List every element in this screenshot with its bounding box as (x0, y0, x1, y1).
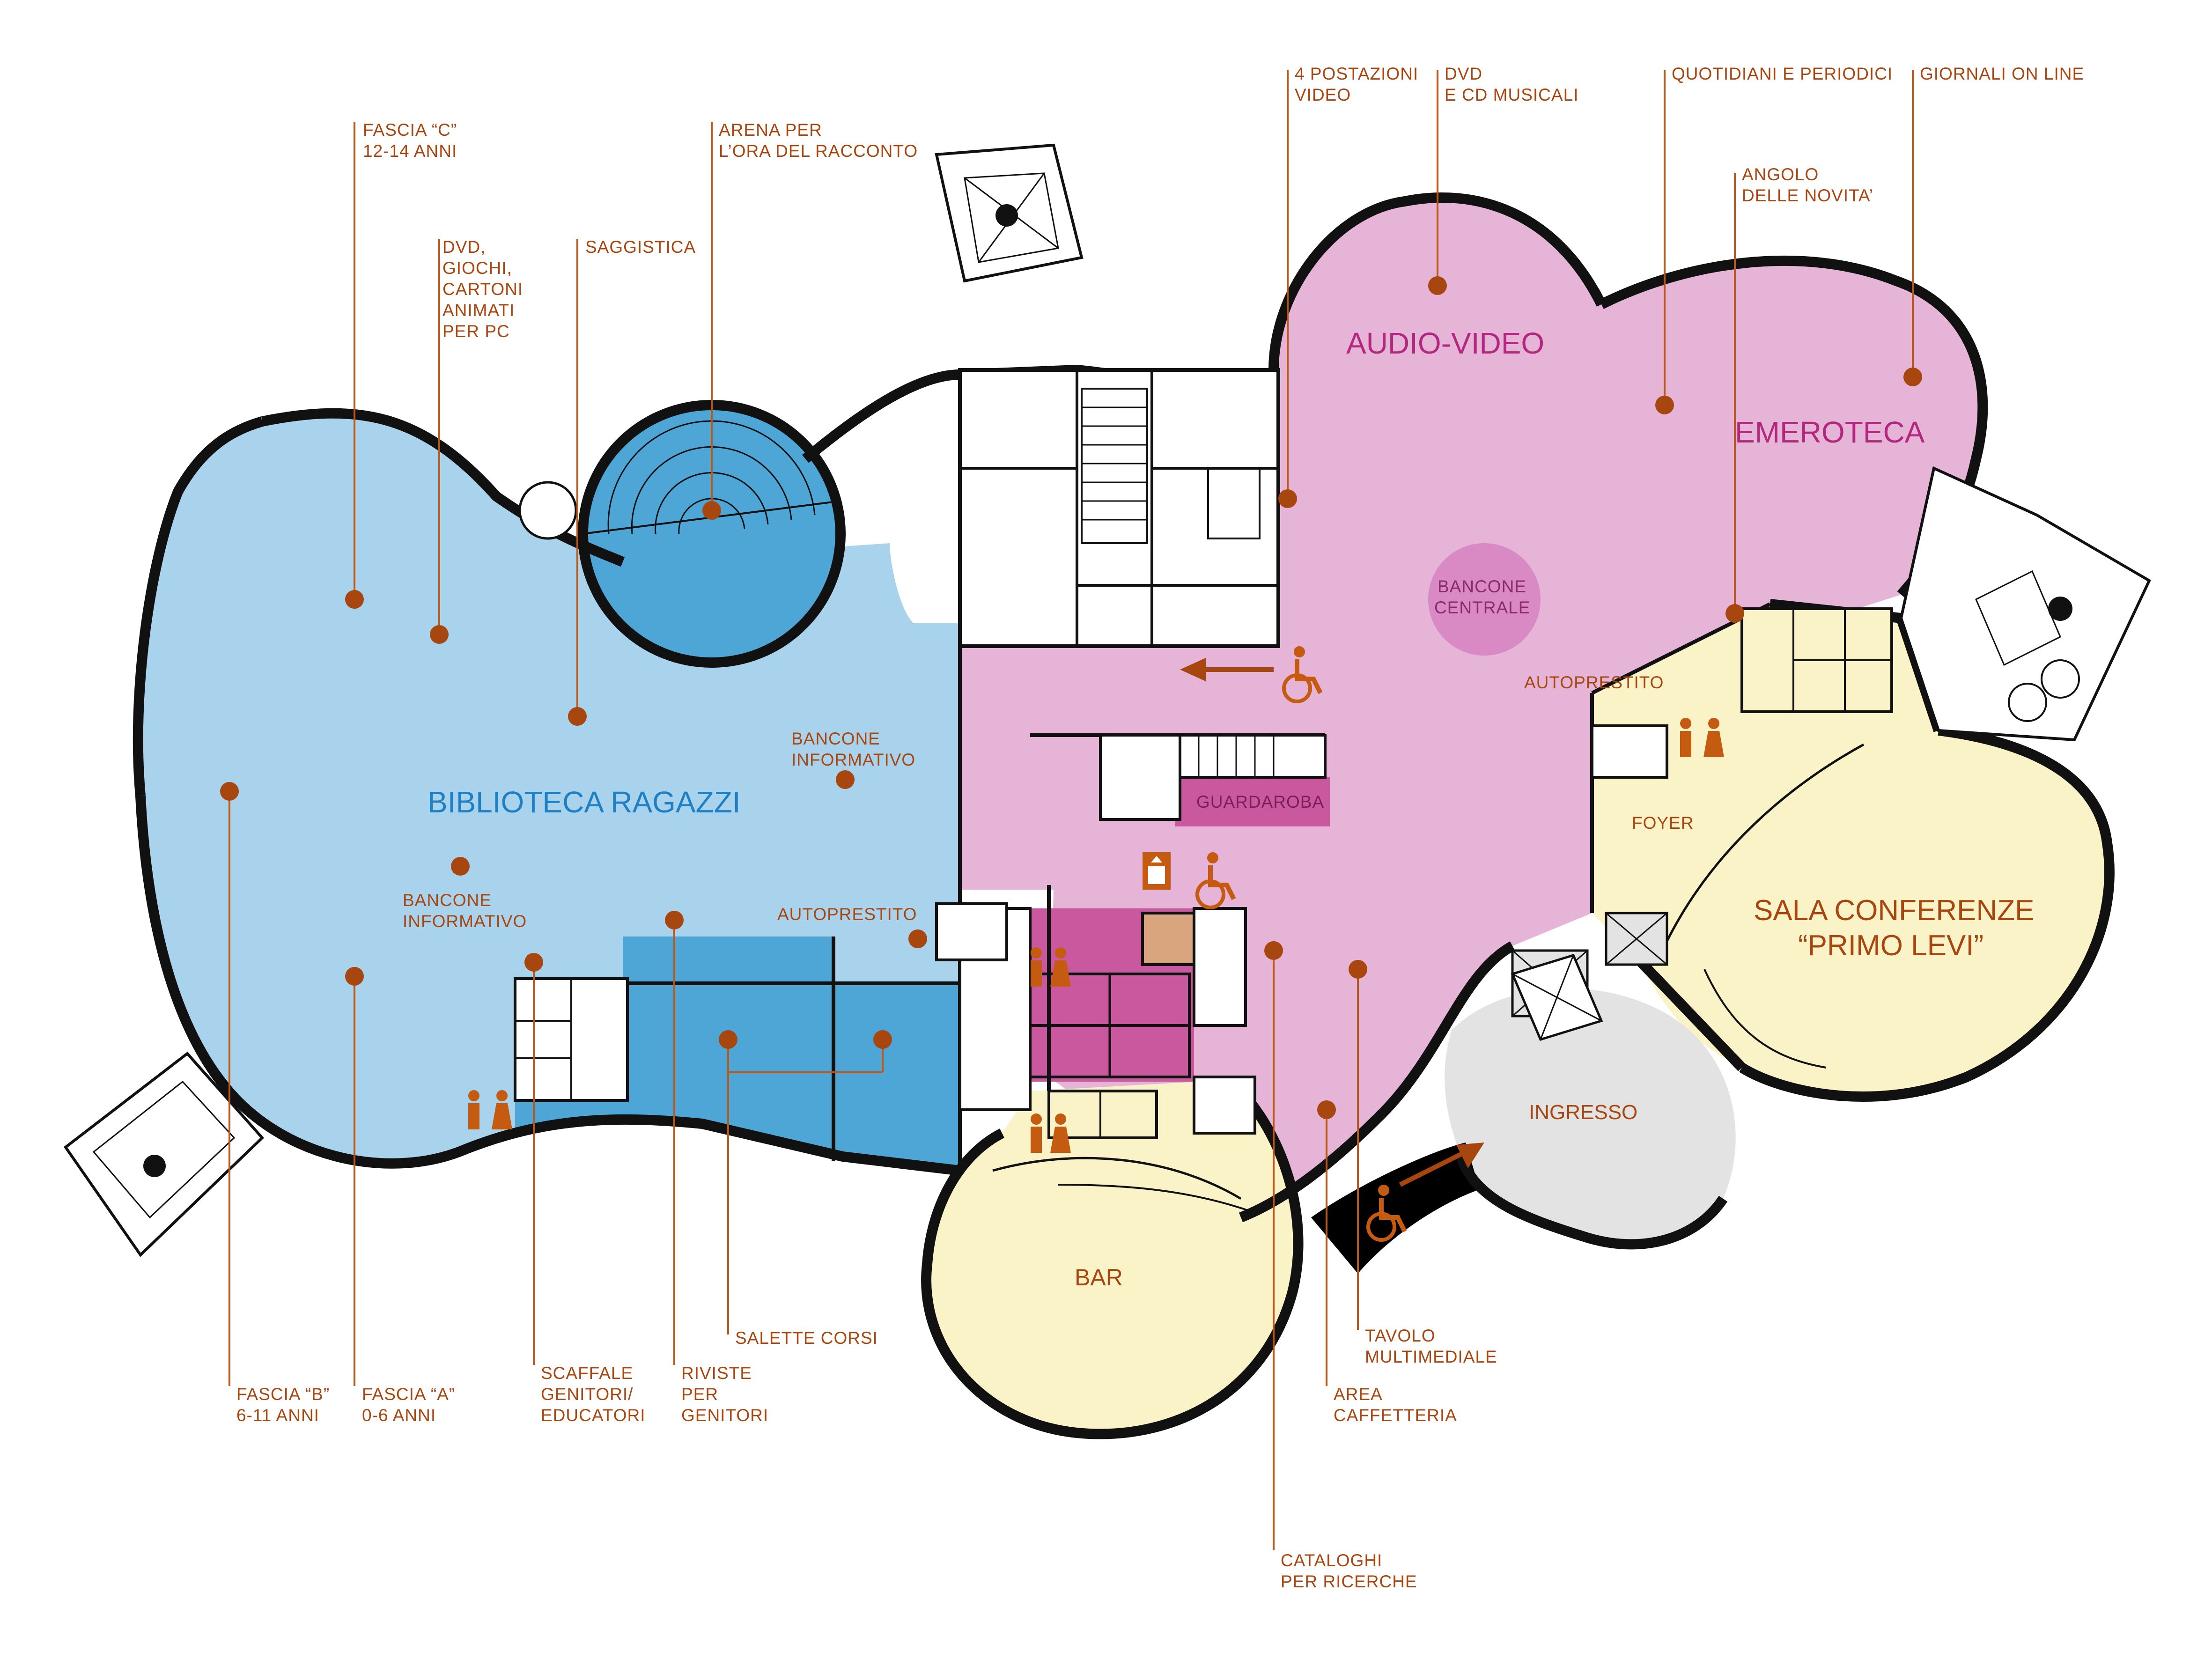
bancone-informativo-b-line1: BANCONE (403, 891, 492, 910)
callout-scaffale: SCAFFALE GENITORI/ EDUCATORI (541, 1364, 645, 1425)
svg-text:L’ORA DEL RACCONTO: L’ORA DEL RACCONTO (719, 141, 918, 161)
svg-text:ANIMATI: ANIMATI (442, 301, 515, 320)
room-label-ingresso: INGRESSO (1529, 1101, 1637, 1124)
callout-postazioni-video: 4 POSTAZIONI VIDEO (1295, 64, 1418, 104)
svg-text:FASCIA “A”: FASCIA “A” (362, 1385, 455, 1404)
callout-dvd-giochi: DVD, GIOCHI, CARTONI ANIMATI PER PC (442, 237, 523, 341)
bancone-informativo-a-line2: INFORMATIVO (791, 750, 915, 769)
svg-text:0-6 ANNI: 0-6 ANNI (362, 1406, 436, 1425)
callout-salette: SALETTE CORSI (735, 1328, 878, 1348)
bar-counter-inner (1058, 1184, 1255, 1214)
callout-leaders (229, 70, 1914, 1550)
external-stair-left (63, 1051, 265, 1257)
wheelchair-icon (1366, 1185, 1407, 1242)
callout-dots (220, 276, 1922, 1119)
svg-text:E CD MUSICALI: E CD MUSICALI (1445, 85, 1578, 104)
svg-text:SAGGISTICA: SAGGISTICA (585, 237, 696, 257)
callout-cataloghi: CATALOGHI PER RICERCHE (1281, 1551, 1417, 1591)
room-label-bar: BAR (1075, 1264, 1123, 1290)
svg-text:CATALOGHI: CATALOGHI (1281, 1551, 1382, 1570)
callout-dvd-cd: DVD E CD MUSICALI (1445, 64, 1578, 104)
svg-text:DVD,: DVD, (442, 237, 486, 257)
svg-text:QUOTIDIANI E PERIODICI: QUOTIDIANI E PERIODICI (1672, 64, 1893, 83)
svg-text:SCAFFALE: SCAFFALE (541, 1364, 633, 1383)
callout-riviste: RIVISTE PER GENITORI (681, 1364, 768, 1425)
svg-text:DELLE NOVITA’: DELLE NOVITA’ (1742, 186, 1873, 205)
svg-text:PER PC: PER PC (442, 322, 510, 341)
external-stair-right (1899, 466, 2151, 742)
svg-text:12-14 ANNI: 12-14 ANNI (363, 141, 457, 161)
callout-area-caffetteria: AREA CAFFETTERIA (1334, 1385, 1457, 1425)
direction-arrow-icon (1399, 1143, 1484, 1187)
callout-giornali: GIORNALI ON LINE (1920, 64, 2084, 83)
svg-text:ARENA PER: ARENA PER (719, 120, 822, 140)
svg-text:CAFFETTERIA: CAFFETTERIA (1334, 1406, 1457, 1425)
svg-text:PER RICERCHE: PER RICERCHE (1281, 1572, 1417, 1591)
room-label-sala-conferenze: SALA CONFERENZE (1754, 894, 2034, 927)
man-icon (468, 718, 1691, 1153)
autoprestito-a: AUTOPRESTITO (777, 905, 917, 924)
room-label-primo-levi: “PRIMO LEVI” (1798, 929, 1983, 962)
room-label-emeroteca: EMEROTECA (1735, 415, 1925, 449)
svg-text:PER: PER (681, 1385, 718, 1404)
svg-text:DVD: DVD (1445, 64, 1482, 83)
bar-counter (992, 1157, 1242, 1200)
callout-fascia-a: FASCIA “A” 0-6 ANNI (362, 1385, 455, 1425)
callout-quotidiani: QUOTIDIANI E PERIODICI (1672, 64, 1893, 83)
bancone-informativo-a-line1: BANCONE (791, 729, 880, 748)
callout-saggistica: SAGGISTICA (585, 237, 696, 257)
wheelchair-icon (1282, 646, 1323, 703)
svg-text:TAVOLO: TAVOLO (1365, 1326, 1436, 1345)
svg-text:GIORNALI ON LINE: GIORNALI ON LINE (1920, 64, 2084, 83)
room-label-guardaroba: GUARDAROBA (1196, 792, 1324, 811)
callout-arena: ARENA PER L’ORA DEL RACCONTO (719, 120, 918, 161)
svg-text:CARTONI: CARTONI (442, 280, 523, 299)
svg-text:EDUCATORI: EDUCATORI (541, 1406, 645, 1425)
svg-text:6-11 ANNI: 6-11 ANNI (236, 1406, 319, 1425)
room-label-audio-video: AUDIO-VIDEO (1346, 326, 1544, 360)
autoprestito-b: AUTOPRESTITO (1524, 673, 1664, 692)
svg-text:MULTIMEDIALE: MULTIMEDIALE (1365, 1347, 1497, 1366)
svg-text:FASCIA “C”: FASCIA “C” (363, 120, 457, 140)
svg-text:GENITORI: GENITORI (681, 1406, 768, 1425)
ingresso-revolving-door (1511, 953, 1603, 1041)
svg-text:4 POSTAZIONI: 4 POSTAZIONI (1295, 64, 1418, 83)
svg-text:ANGOLO: ANGOLO (1742, 165, 1819, 184)
woman-icon (492, 718, 1724, 1153)
callout-fascia-b: FASCIA “B” 6-11 ANNI (236, 1385, 330, 1425)
bancone-centrale-line2: CENTRALE (1434, 598, 1530, 617)
zone-ingresso (1311, 988, 1736, 1274)
svg-text:AREA: AREA (1334, 1385, 1383, 1404)
direction-arrow-icon (1180, 658, 1274, 681)
external-stair-top (935, 143, 1084, 283)
arena-tiers (518, 420, 841, 540)
service-core (514, 368, 1893, 1139)
callout-tavolo: TAVOLO MULTIMEDIALE (1365, 1326, 1497, 1366)
room-label-foyer: FOYER (1632, 813, 1694, 833)
callout-angolo: ANGOLO DELLE NOVITA’ (1742, 165, 1873, 205)
svg-text:FASCIA “B”: FASCIA “B” (236, 1385, 330, 1404)
room-label-biblioteca-ragazzi: BIBLIOTECA RAGAZZI (428, 785, 741, 819)
wheelchair-icon (1195, 852, 1236, 909)
svg-text:GIOCHI,: GIOCHI, (442, 258, 512, 278)
svg-text:SALETTE CORSI: SALETTE CORSI (735, 1328, 878, 1348)
elevator-icon (1143, 852, 1171, 890)
svg-text:RIVISTE: RIVISTE (681, 1364, 752, 1383)
conference-seating-arc (1666, 743, 1865, 942)
callout-fascia-c: FASCIA “C” 12-14 ANNI (363, 120, 457, 161)
svg-text:GENITORI/: GENITORI/ (541, 1385, 633, 1404)
bancone-centrale-line1: BANCONE (1438, 577, 1526, 596)
zone-conferenze (926, 604, 2109, 1434)
svg-text:VIDEO: VIDEO (1295, 85, 1351, 104)
bancone-informativo-b-line2: INFORMATIVO (403, 912, 527, 931)
conference-stage-arc (1703, 969, 1827, 1069)
